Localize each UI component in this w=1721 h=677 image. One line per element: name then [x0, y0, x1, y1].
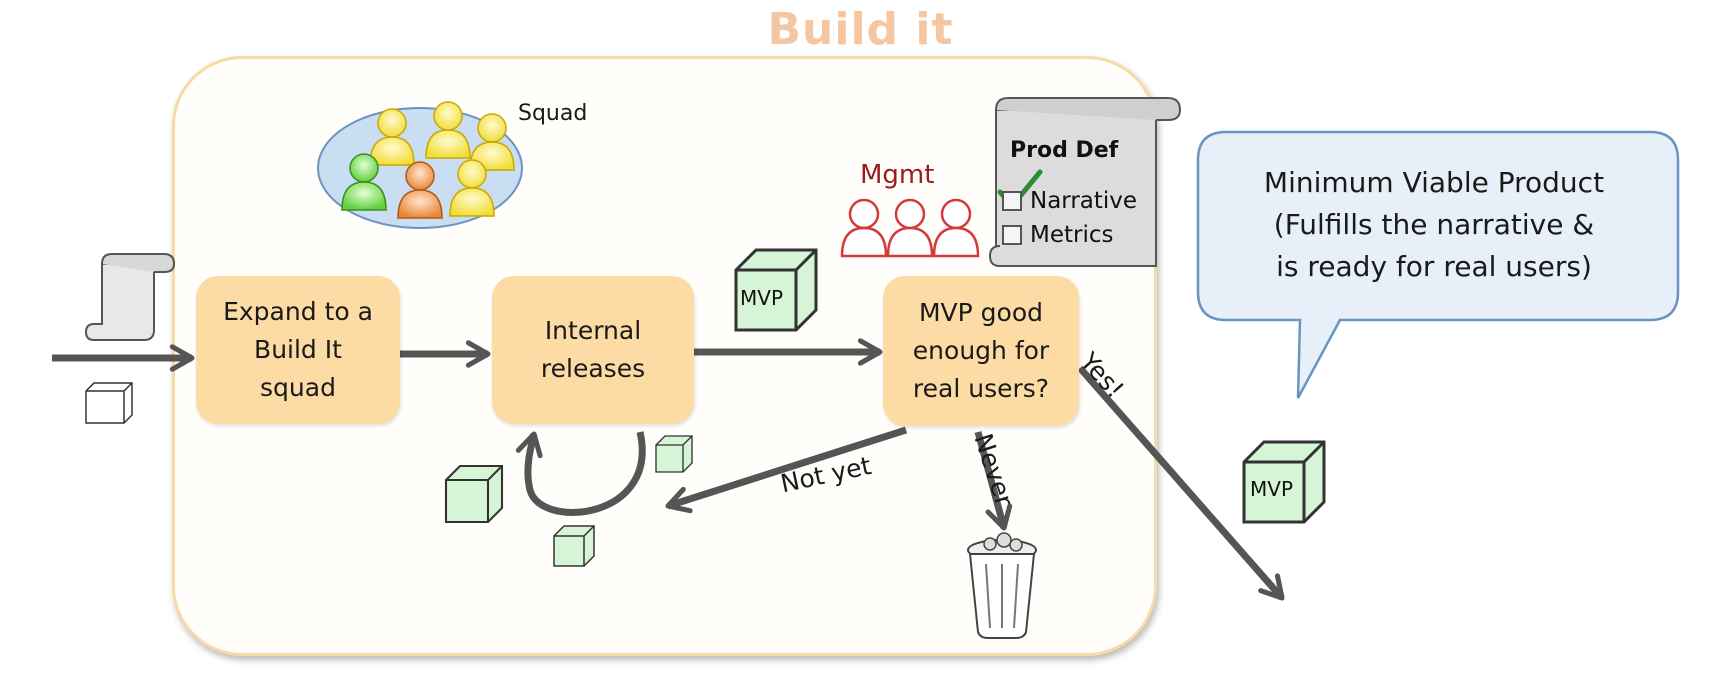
release-cube-small-icon	[655, 435, 693, 473]
mvp-cube-label: MVP	[740, 286, 783, 310]
release-cube-small-icon	[553, 525, 595, 567]
step-internal-releases: Internal releases	[492, 276, 694, 424]
document-scroll-icon	[84, 253, 176, 341]
squad-people-group-icon	[317, 101, 523, 229]
arrow-internal-loop	[515, 431, 646, 516]
callout-text: Minimum Viable Product (Fulfills the nar…	[1263, 166, 1605, 283]
metrics-checkbox	[1002, 225, 1022, 245]
release-cube-icon	[444, 464, 504, 524]
trash-can-icon	[967, 532, 1037, 639]
narrative-item-label: Narrative	[1030, 188, 1138, 214]
arrow-not-yet	[665, 426, 908, 514]
arrow-yes	[1077, 365, 1285, 601]
step-mvp-decision: MVP good enough for real users?	[883, 276, 1079, 426]
diagram-title: Build it	[767, 4, 954, 55]
metrics-item-label: Metrics	[1030, 222, 1114, 248]
mgmt-people-icon	[840, 198, 980, 258]
squad-label: Squad	[518, 101, 588, 126]
mgmt-label: Mgmt	[860, 160, 935, 190]
product-definition-scroll-icon	[988, 97, 1182, 267]
callout-bubble-icon	[1196, 130, 1680, 399]
incoming-cube-icon	[85, 382, 133, 424]
arrow-never	[974, 431, 1013, 531]
mvp-cube-output-label: MVP	[1250, 477, 1293, 501]
narrative-checkbox	[1002, 191, 1022, 211]
step-expand-squad: Expand to a Build It squad	[196, 276, 400, 424]
product-definition-title: Prod Def	[1010, 138, 1119, 163]
